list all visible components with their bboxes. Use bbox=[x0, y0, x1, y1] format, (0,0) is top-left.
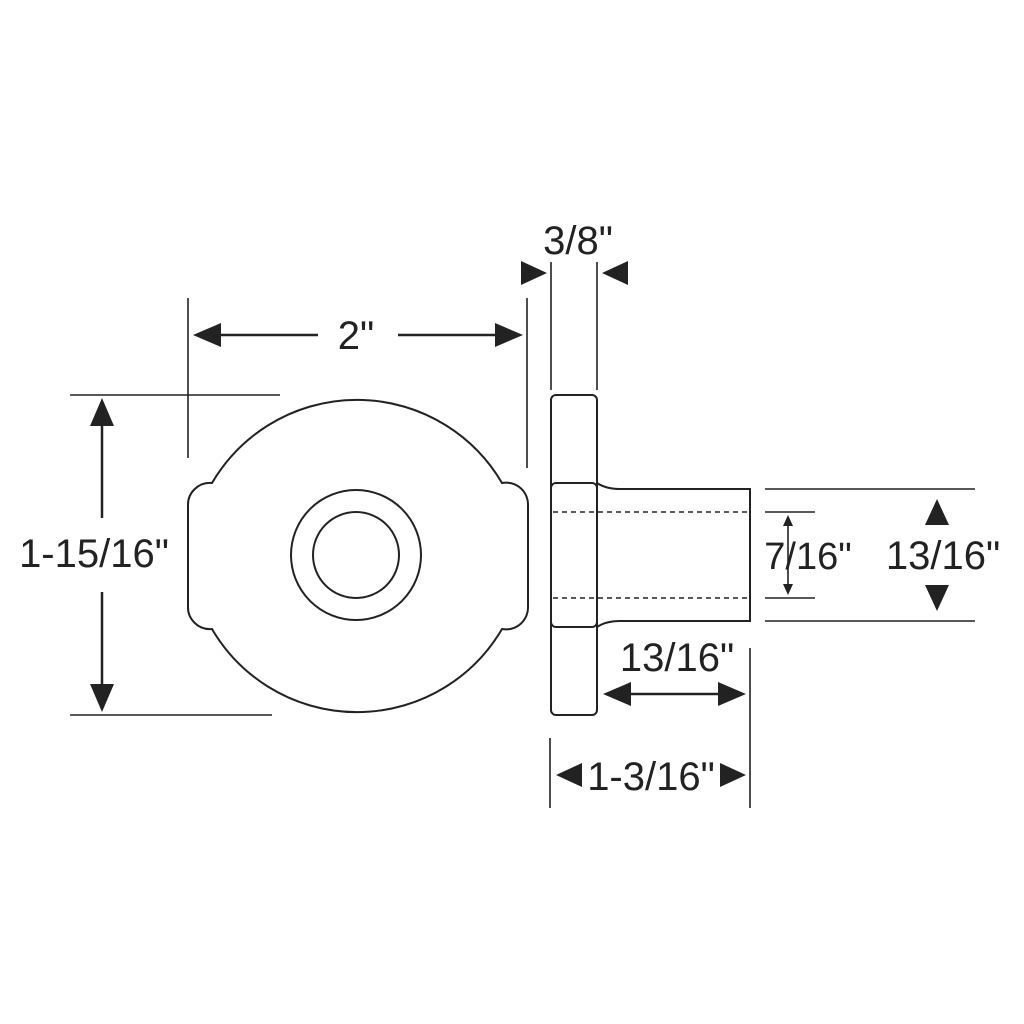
front-height-label: 1-15/16" bbox=[19, 532, 169, 576]
sleeve-length-label: 13/16" bbox=[620, 636, 734, 680]
front-width-label: 2" bbox=[338, 314, 374, 358]
arrow-left bbox=[602, 261, 628, 285]
overall-length-label: 1-3/16" bbox=[587, 755, 715, 799]
front-view bbox=[186, 398, 530, 714]
arrow-right bbox=[718, 682, 746, 706]
sleeve-length-dimension: 13/16" bbox=[603, 636, 751, 808]
arrow-right bbox=[495, 323, 523, 347]
arrow-down bbox=[925, 585, 949, 611]
arrow-up bbox=[925, 499, 949, 525]
flange-thickness-label: 3/8" bbox=[543, 219, 613, 263]
arrow-right bbox=[521, 261, 547, 285]
bore-circle bbox=[312, 511, 400, 599]
side-view bbox=[550, 394, 751, 716]
front-view-outline bbox=[186, 398, 530, 714]
arrow-right bbox=[720, 763, 746, 787]
arrow-up bbox=[783, 515, 793, 526]
overall-length-dimension: 1-3/16" bbox=[549, 738, 746, 808]
arrow-left bbox=[556, 763, 582, 787]
flange-thickness-dimension: 3/8" bbox=[521, 219, 628, 390]
arrow-up bbox=[90, 398, 114, 426]
sleeve-diameter-label: 13/16" bbox=[886, 534, 1000, 578]
arrow-left bbox=[603, 682, 631, 706]
flange-hub bbox=[550, 482, 598, 628]
arrow-down bbox=[90, 684, 114, 712]
flange bbox=[550, 394, 598, 716]
hub-outer-circle bbox=[290, 489, 422, 621]
sleeve bbox=[596, 482, 751, 628]
sleeve-diameter-dimension: 13/16" bbox=[765, 488, 1000, 622]
arrow-down bbox=[783, 584, 793, 595]
bore-diameter-dimension: 7/16" bbox=[764, 511, 852, 599]
bore-diameter-label: 7/16" bbox=[764, 536, 851, 578]
arrow-left bbox=[193, 323, 221, 347]
front-height-dimension: 1-15/16" bbox=[19, 394, 280, 716]
front-width-dimension: 2" bbox=[187, 298, 528, 468]
